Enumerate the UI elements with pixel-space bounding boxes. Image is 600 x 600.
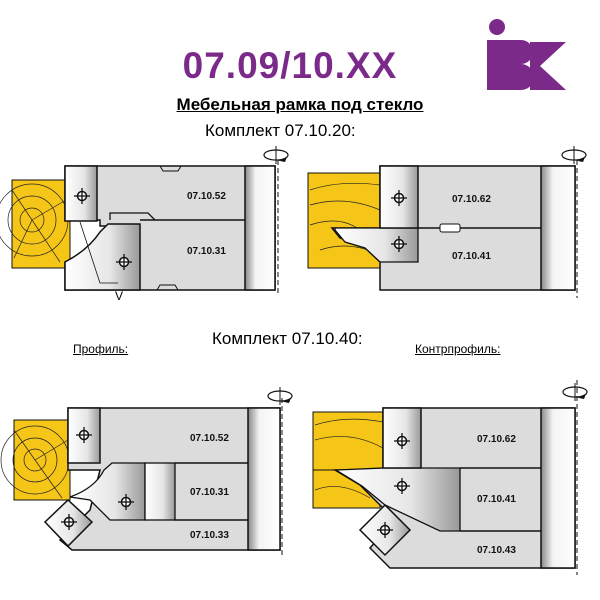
page-subtitle: Мебельная рамка под стекло xyxy=(176,95,424,114)
diagram-top-right: 07.10.62 07.10.41 xyxy=(307,145,587,298)
ibk-logo xyxy=(487,19,566,90)
part-label: 07.10.33 xyxy=(190,530,229,541)
diagram-bottom-right: 07.10.62 07.10.41 07.10.43 xyxy=(312,380,588,575)
annotation-v: V xyxy=(115,289,123,303)
part-label: 07.10.41 xyxy=(477,494,516,505)
rotation-icon xyxy=(561,145,587,165)
part-label: 07.10.31 xyxy=(190,487,229,498)
rotation-icon xyxy=(267,386,293,406)
part-label: 07.10.52 xyxy=(190,433,229,444)
rotation-icon xyxy=(263,145,289,165)
part-label: 07.10.43 xyxy=(477,545,516,556)
kit-label-1: Комплект 07.10.20: xyxy=(205,121,356,140)
part-label: 07.10.31 xyxy=(187,246,226,257)
diagram-top-left: 07.10.52 07.10.31 V xyxy=(0,145,289,303)
kit-label-2: Комплект 07.10.40: xyxy=(212,329,363,348)
part-label: 07.10.62 xyxy=(477,434,516,445)
counter-profile-label: Контрпрофиль: xyxy=(415,342,501,356)
part-label: 07.10.41 xyxy=(452,251,491,262)
profile-label: Профиль: xyxy=(73,342,129,356)
page-title: 07.09/10.XX xyxy=(182,45,398,86)
diagram-bottom-left: 07.10.52 07.10.31 07.10.33 xyxy=(0,386,293,555)
rotation-icon xyxy=(562,382,588,402)
part-label: 07.10.52 xyxy=(187,191,226,202)
part-label: 07.10.62 xyxy=(452,194,491,205)
